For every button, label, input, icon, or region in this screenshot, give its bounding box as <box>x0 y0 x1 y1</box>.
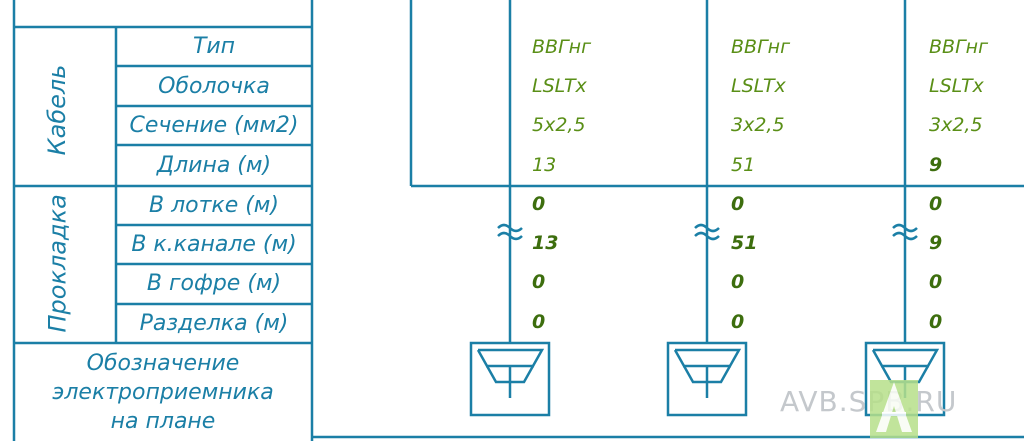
col2-section: 3х2,5 <box>731 114 785 136</box>
col1-corrugated: 0 <box>532 271 546 293</box>
col1-sheath: LSLTx <box>532 75 587 97</box>
green-tower-logo-icon <box>870 380 918 438</box>
col2-type: ВВГнг <box>731 36 791 58</box>
col2-length: 51 <box>731 154 756 176</box>
row-label-cutting: Разделка (м) <box>139 311 289 336</box>
row-label-length: Длина (м) <box>156 153 272 178</box>
col2-cutting: 0 <box>731 311 745 333</box>
row-label-channel: В к.канале (м) <box>131 232 297 257</box>
col2-channel: 51 <box>731 232 758 254</box>
watermark-text: AVB.SPB.RU <box>780 385 958 418</box>
col1-length: 13 <box>532 154 557 176</box>
col3-sheath: LSLTx <box>929 75 984 97</box>
col2-sheath: LSLTx <box>731 75 786 97</box>
col1-cutting: 0 <box>532 311 546 333</box>
col2-tray: 0 <box>731 193 745 215</box>
row-label-tray: В лотке (м) <box>148 193 279 218</box>
col2-corrugated: 0 <box>731 271 745 293</box>
col3-type: ВВГнг <box>929 36 989 58</box>
col3-channel: 9 <box>929 232 943 254</box>
row-label-type: Тип <box>192 34 236 59</box>
col1-channel: 13 <box>532 232 559 254</box>
row-label-corrugated: В гофре (м) <box>146 271 282 296</box>
group-label-laying: Прокладка <box>43 194 72 333</box>
col1-type: ВВГнг <box>532 36 592 58</box>
designation-label-line2: электроприемника <box>52 380 274 405</box>
designation-label-line1: Обозначение <box>86 351 240 376</box>
col1-section: 5х2,5 <box>532 114 586 136</box>
designation-label-line3: на плане <box>110 409 216 434</box>
row-label-section: Сечение (мм2) <box>129 113 299 138</box>
col3-section: 3х2,5 <box>929 114 983 136</box>
col3-length: 9 <box>929 154 943 176</box>
col3-tray: 0 <box>929 193 943 215</box>
col3-corrugated: 0 <box>929 271 943 293</box>
col1-tray: 0 <box>532 193 546 215</box>
group-label-cable: Кабель <box>43 64 71 156</box>
row-label-sheath: Оболочка <box>158 74 270 99</box>
col3-cutting: 0 <box>929 311 943 333</box>
